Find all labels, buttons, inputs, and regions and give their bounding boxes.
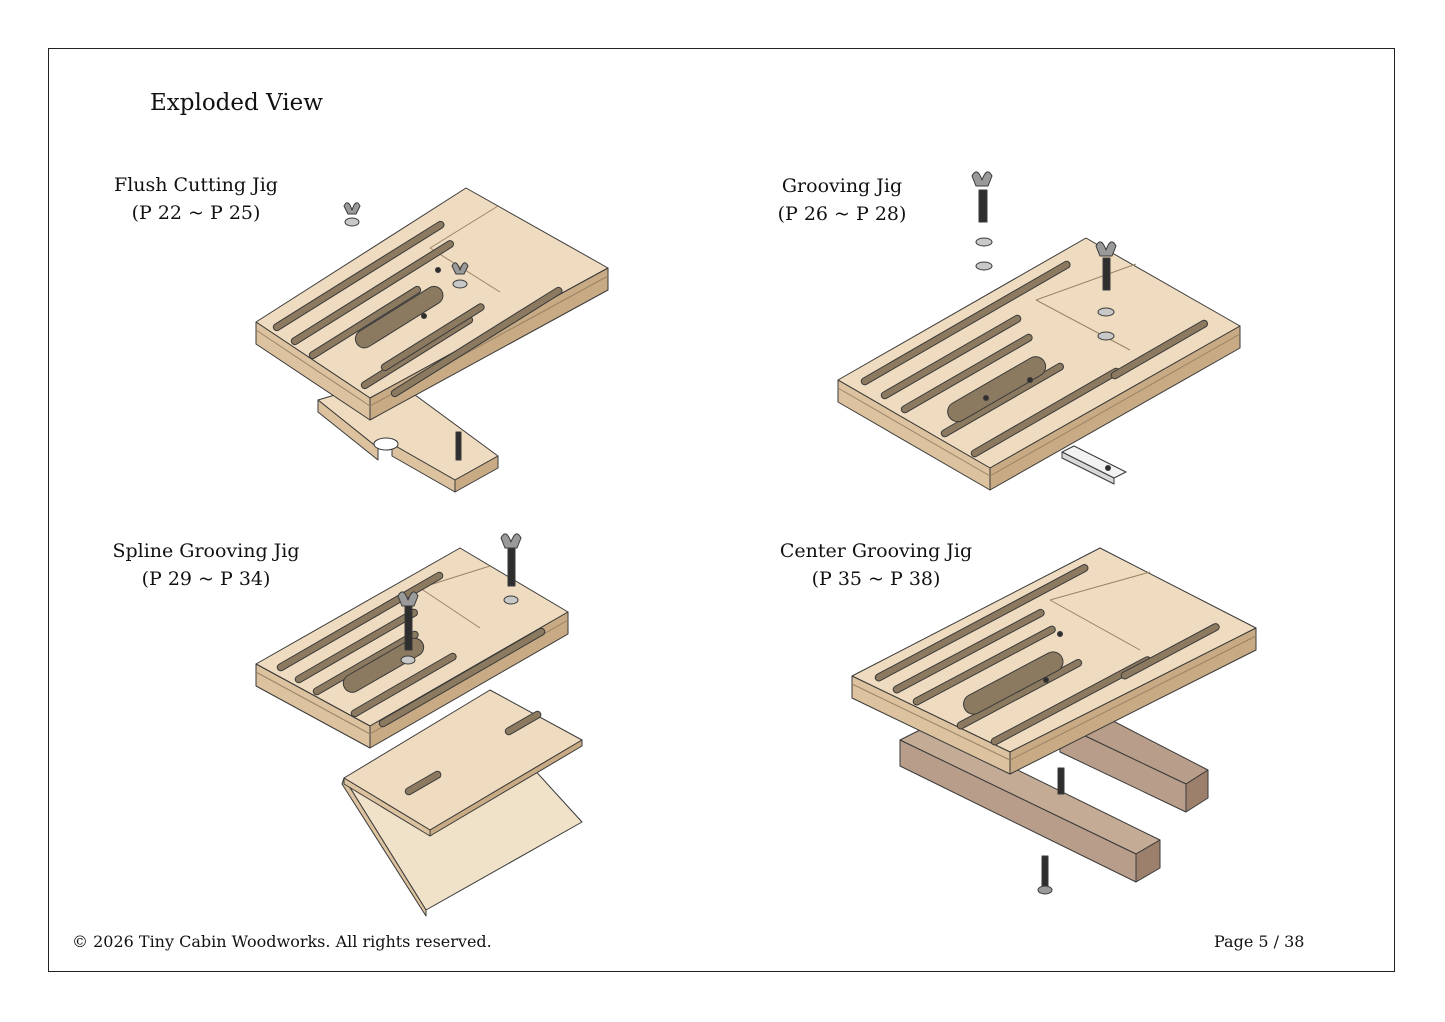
jig-name: Spline Grooving Jig [112, 540, 300, 562]
caption-grooving-jig: Grooving Jig (P 26 ~ P 28) [762, 172, 922, 228]
caption-center-grooving-jig: Center Grooving Jig (P 35 ~ P 38) [762, 537, 990, 593]
page-title: Exploded View [150, 90, 323, 116]
page-number: Page 5 / 38 [1214, 932, 1305, 951]
caption-spline-grooving-jig: Spline Grooving Jig (P 29 ~ P 34) [96, 537, 316, 593]
jig-pages: (P 22 ~ P 25) [131, 202, 261, 224]
page-frame [48, 48, 1395, 972]
caption-flush-cutting-jig: Flush Cutting Jig (P 22 ~ P 25) [96, 171, 296, 227]
jig-name: Grooving Jig [781, 175, 903, 197]
jig-pages: (P 29 ~ P 34) [141, 568, 271, 590]
jig-pages: (P 35 ~ P 38) [811, 568, 941, 590]
copyright-notice: © 2026 Tiny Cabin Woodworks. All rights … [72, 932, 492, 951]
jig-pages: (P 26 ~ P 28) [777, 203, 907, 225]
jig-name: Center Grooving Jig [779, 540, 973, 562]
jig-name: Flush Cutting Jig [114, 174, 278, 196]
